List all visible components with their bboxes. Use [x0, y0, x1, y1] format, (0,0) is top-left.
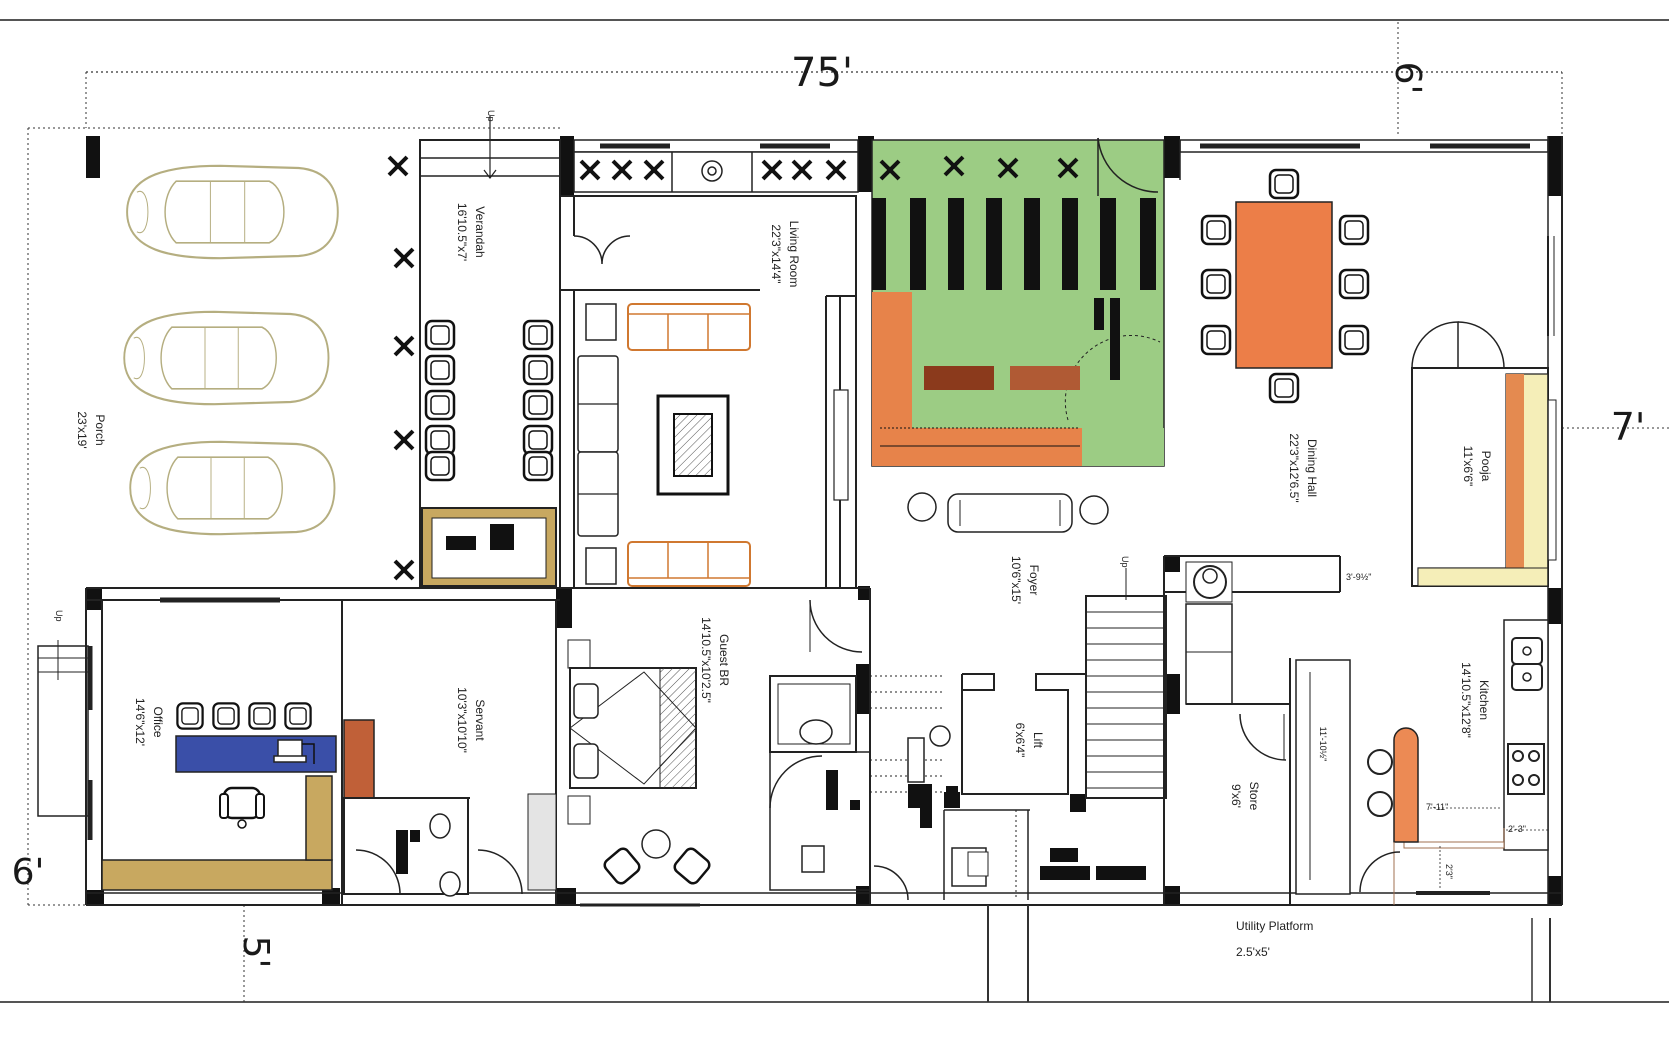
room-size-living: 22'3"x14'4" — [769, 224, 783, 283]
room-name-kitchen: Kitchen — [1477, 680, 1491, 720]
room-size-verandah: 16'10.5"x7' — [455, 203, 469, 261]
office: Up — [37, 610, 337, 891]
room-name-servant: Servant — [473, 699, 487, 741]
room-name-store: Store — [1247, 782, 1261, 811]
dining-hall — [1200, 168, 1370, 404]
dim-bottom: 5' — [235, 936, 276, 969]
kitchen-dim-1: 7'-11" — [1426, 802, 1448, 812]
foyer — [907, 492, 1109, 533]
room-size-servant: 10'3"x10'10" — [455, 687, 469, 753]
staircase: Up — [870, 556, 1167, 799]
room-size-lift: 6'x6'4" — [1013, 723, 1027, 758]
store — [1185, 561, 1351, 905]
top-wall — [573, 139, 1549, 193]
room-name-porch: Porch — [93, 414, 107, 445]
courtyard — [871, 137, 1165, 467]
guest-toilet — [769, 675, 1146, 901]
room-size-foyer: 10'6"x15' — [1009, 556, 1023, 604]
kitchen-dim-2: 2'-3" — [1508, 824, 1526, 834]
office-up-label: Up — [54, 610, 64, 622]
dimension-lines — [27, 22, 1669, 1002]
stair-up-label: Up — [1120, 556, 1130, 568]
utility-area — [987, 905, 1029, 1002]
room-name-pooja: Pooja — [1479, 451, 1493, 482]
kitchen — [1359, 619, 1549, 905]
porch-cars — [123, 164, 339, 536]
room-name-office: Office — [151, 706, 165, 737]
room-name-foyer: Foyer — [1027, 565, 1041, 596]
pooja — [1411, 236, 1557, 587]
room-size-porch: 23'x19' — [75, 411, 89, 448]
servant-room — [343, 719, 523, 897]
dim-right-side: 7' — [1611, 405, 1646, 449]
room-size-kitchen: 14'10.5"x12'8" — [1459, 662, 1473, 738]
kitchen-dim-3: 2'3" — [1444, 864, 1454, 879]
room-name-living: Living Room — [787, 221, 801, 288]
living-room — [559, 195, 857, 589]
room-name-guest: Guest BR — [717, 634, 731, 686]
lift — [961, 673, 1086, 795]
verandah-up-label: Up — [486, 110, 496, 122]
room-size-pooja: 11'x6'6" — [1461, 446, 1475, 487]
dim-top-right: 6' — [1387, 62, 1428, 95]
room-name-dining: Dining Hall — [1305, 439, 1319, 497]
room-name-lift: Lift — [1031, 732, 1045, 749]
walls — [85, 136, 1563, 907]
room-size-guest: 14'10.5"x10'2.5" — [699, 617, 713, 703]
room-size-office: 14'6"x12' — [133, 698, 147, 746]
dim-width-total: 75' — [791, 50, 853, 96]
room-size-dining: 22'3"x12'6.5" — [1287, 433, 1301, 502]
counter-dim-1: 3'-9½" — [1346, 572, 1371, 582]
room-name-verandah: Verandah — [473, 206, 487, 257]
guest-bedroom — [527, 599, 863, 891]
room-size-store: 9'x6' — [1229, 784, 1243, 808]
utility-size: 2.5'x5' — [1236, 945, 1270, 959]
counter-dim-2: 11'-10½" — [1318, 727, 1328, 762]
verandah: Up — [387, 110, 561, 589]
dim-left-bottom: 6' — [12, 852, 45, 893]
utility-name: Utility Platform — [1236, 919, 1313, 933]
